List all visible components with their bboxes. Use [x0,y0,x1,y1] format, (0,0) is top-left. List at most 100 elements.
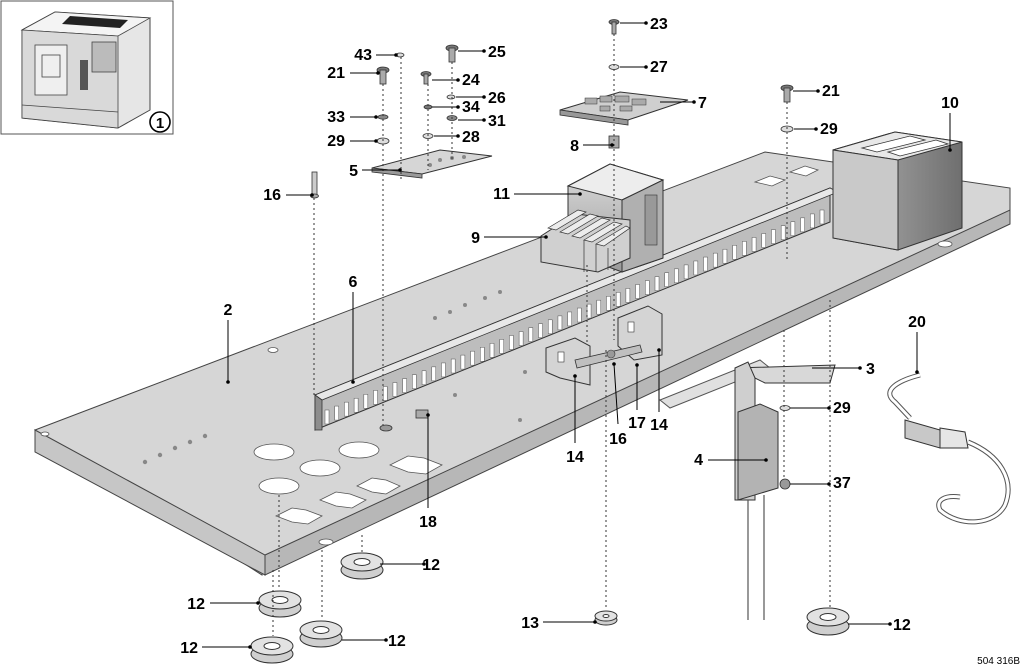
callout-label-11: 11 [493,186,510,203]
callout-dot-16b [612,362,616,366]
duct-slot [586,303,592,319]
callout-label-2: 2 [224,302,233,319]
duct-slot [635,284,640,299]
duct-slot [431,366,437,382]
callout-label-12e: 12 [893,617,911,634]
grommet-12-e [806,607,850,636]
callout-dot-12a [422,562,426,566]
callout-label-28: 28 [462,129,480,146]
callout-label-12b: 12 [187,596,205,613]
callout-label-33: 33 [327,109,345,126]
callout-label-14a: 14 [566,449,584,466]
callout-dot-28 [456,134,460,138]
document-reference: 504 316B [977,656,1020,667]
callout-label-37: 37 [833,475,851,492]
callout-dot-43 [394,53,398,57]
callout-dot-31 [482,118,486,122]
duct-slot [353,397,359,413]
callout-label-10: 10 [941,95,959,112]
module-block-10 [832,131,963,251]
callout-dot-7 [692,100,696,104]
callout-dot-25 [482,49,486,53]
duct-slot [421,370,427,386]
grommet-13 [594,610,618,626]
callout-dot-33 [374,115,378,119]
callout-label-4: 4 [694,452,703,469]
callout-dot-23 [644,21,648,25]
duct-slot [441,362,446,378]
sensor-assembly [659,359,836,620]
callout-dot-18 [426,413,430,417]
callout-dot-3 [858,366,862,370]
grommets [250,552,850,664]
duct-slot [412,374,417,389]
duct-slot [470,350,475,366]
callout-dot-17 [635,363,639,367]
callout-label-34: 34 [462,99,480,116]
duct-slot [693,260,699,276]
duct-slot [567,311,572,327]
inset-overview: 1 [0,0,174,135]
callout-dot-29a [374,139,378,143]
duct-slot [606,296,611,311]
duct-slot [596,299,602,315]
callout-dot-37 [827,482,831,486]
duct-slot [363,394,369,409]
callout-label-24: 24 [462,72,480,89]
callout-dot-14b [657,348,661,352]
callout-label-3: 3 [866,361,875,378]
callout-label-12d: 12 [388,633,406,650]
duct-slot [489,343,495,358]
duct-slot [780,225,786,240]
duct-slot [577,307,582,323]
callout-label-12c: 12 [180,640,198,657]
duct-slot [615,292,621,307]
duct-slot [324,409,330,425]
callout-dot-21a [376,71,380,75]
duct-slot [703,256,708,272]
duct-slot [480,347,485,362]
callout-dot-4 [764,458,768,462]
callout-label-43: 43 [354,47,372,64]
callout-label-26: 26 [488,90,506,107]
callout-dot-16a [310,193,314,197]
callout-label-12a: 12 [422,557,440,574]
duct-slot [392,382,398,397]
callout-dot-27 [644,65,648,69]
callout-dot-26 [482,95,486,99]
duct-slot [761,233,767,248]
callout-dot-5 [398,168,402,172]
terminal-blocks-9 [540,209,631,273]
duct-slot [518,331,524,346]
callout-label-16b: 16 [609,431,627,448]
duct-slot [645,280,650,295]
duct-slot [712,252,718,268]
callout-label-13: 13 [521,615,539,632]
callout-dot-12c [248,645,252,649]
inset-breaker-drawing [20,11,152,129]
duct-slot [751,237,757,252]
callout-dot-29c [827,406,831,410]
duct-slot [373,390,378,405]
inset-badge [149,111,171,133]
wiring-duct [314,187,839,431]
duct-slot [538,323,543,338]
cable-connector-20 [887,372,1011,525]
callout-leader-16b [613,363,619,425]
duct-slot [674,268,679,284]
callout-label-23: 23 [650,16,668,33]
duct-slot [382,386,388,401]
callout-dot-12b [256,601,260,605]
duct-slot [557,315,563,331]
duct-slot [334,405,339,421]
callout-dot-14a [573,374,577,378]
duct-slot [625,288,631,303]
grommet-12-d [299,620,343,648]
callout-dot-24 [456,78,460,82]
callout-label-14b: 14 [650,417,668,434]
duct-slot [810,213,815,229]
duct-slot [732,245,737,260]
callout-dot-13 [593,620,597,624]
callout-label-8: 8 [570,138,579,155]
callout-label-21a: 21 [327,65,345,82]
